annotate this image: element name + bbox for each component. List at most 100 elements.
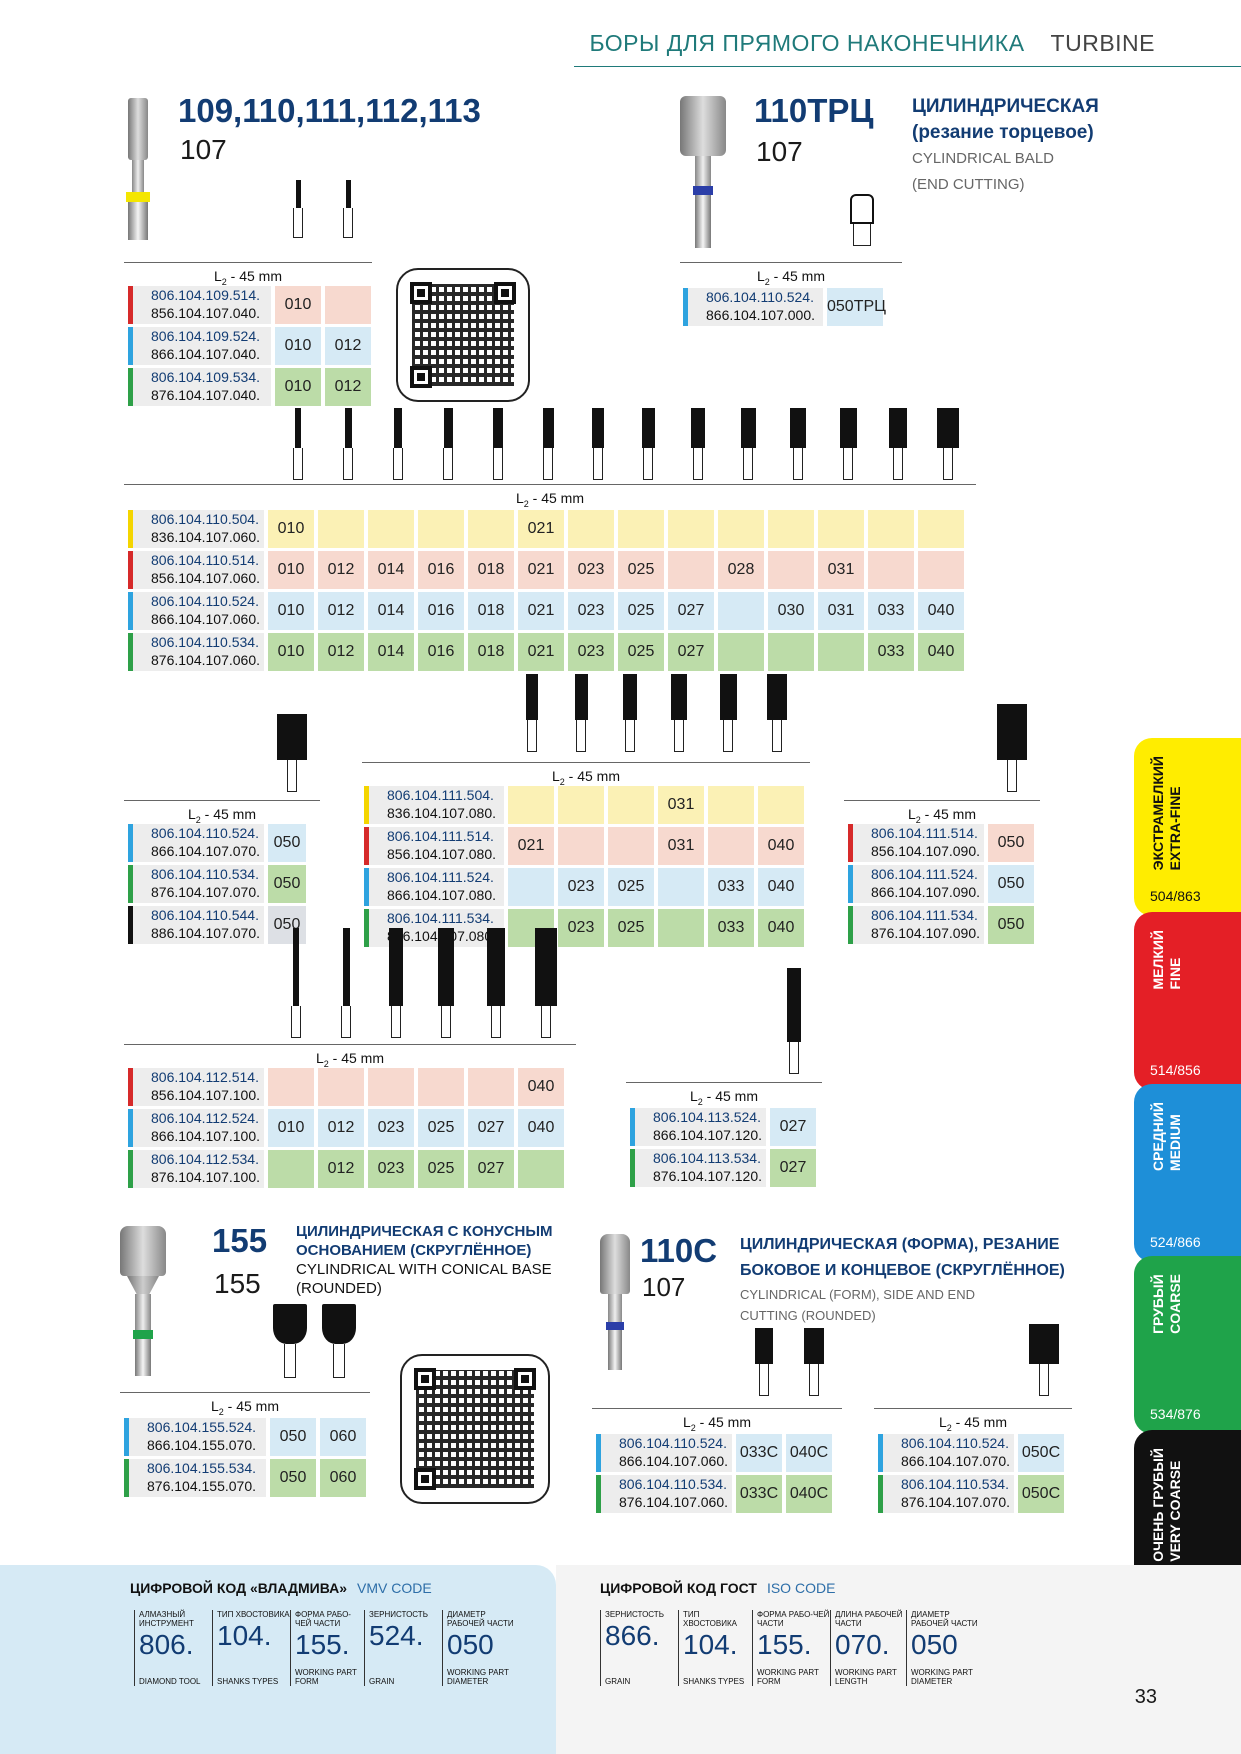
size-cell: 018 [468, 633, 514, 671]
qr-code[interactable] [396, 268, 530, 402]
l2-label: L2 - 45 mm [680, 262, 902, 287]
size-cell: 023 [558, 868, 604, 906]
bur-photo [680, 96, 726, 248]
article-code: 806.104.110.524. 866.104.107.070. [878, 1434, 1014, 1472]
size-cell: 010 [268, 1109, 314, 1147]
size-cell [718, 510, 764, 548]
code-part-label-ru: ЗЕРНИСТОСТЬ [369, 1610, 428, 1619]
iso-code: 876.104.107.090. [871, 925, 980, 941]
bur-head-shape [493, 408, 503, 448]
header-turbine: TURBINE [1050, 30, 1155, 56]
bur-head-shape [345, 180, 351, 208]
size-cell: 016 [418, 551, 464, 589]
size-cell: 023 [568, 633, 614, 671]
size-cell: 012 [325, 327, 371, 365]
code-part-number: 070. [835, 1629, 890, 1660]
size-cell: 021 [508, 827, 554, 865]
article-code: 806.104.109.514.856.104.107.040. [128, 286, 271, 324]
size-cell: 030 [768, 592, 814, 630]
code-part-number: 050 [911, 1629, 958, 1660]
l2-label: L2 - 45 mm [120, 1392, 370, 1417]
l2-letter: L [187, 806, 196, 822]
bur-shank-shape [625, 720, 635, 752]
qr-code[interactable] [400, 1354, 550, 1504]
l2-subscript: 2 [195, 814, 201, 825]
size-cell [558, 786, 604, 824]
desc-ru: (резание торцевое) [912, 122, 1094, 143]
size-cell: 040 [758, 909, 804, 947]
bur-photo [120, 1226, 166, 1376]
bur-head-shape [542, 408, 554, 448]
size-cell [268, 1150, 314, 1188]
vmv-code: 806.104.112.534. [151, 1151, 259, 1167]
bur-head-shape [804, 1328, 824, 1364]
footer-vmv-panel [0, 1565, 556, 1754]
article-code: 806.104.110.534.876.104.107.070. [878, 1475, 1014, 1513]
size-cell: 025 [608, 909, 654, 947]
l2-length: - 45 mm [328, 1050, 385, 1066]
size-cell: 050 [270, 1418, 316, 1456]
size-cell [868, 551, 914, 589]
vmv-code: 806.104.111.524. [871, 866, 978, 882]
vmv-code: 806.104.109.524. [151, 328, 260, 344]
size-cell: 016 [418, 592, 464, 630]
vmv-code: 806.104.110.514. [151, 552, 259, 568]
vmv-code: 806.104.110.524. [151, 825, 259, 841]
size-cell: 033С [736, 1475, 782, 1513]
size-cell: 060 [320, 1418, 366, 1456]
l2-letter: L [551, 768, 560, 784]
vmv-code: 806.104.110.504. [151, 511, 259, 527]
vmv-code: 806.104.110.524. [901, 1435, 1009, 1451]
iso-code: 866.104.107.090. [871, 884, 980, 900]
size-cell [318, 510, 364, 548]
grit-name-ru: ЭКСТРАМЕЛКИЙ [1150, 756, 1166, 871]
vmv-code: 806.104.111.514. [387, 828, 494, 844]
size-cell [558, 827, 604, 865]
size-cell: 021 [518, 633, 564, 671]
grit-name-en: FINE [1167, 957, 1183, 990]
bur-shank-shape [527, 720, 537, 752]
bur-head-shape [535, 928, 557, 1006]
size-cell: 040 [758, 868, 804, 906]
grit-name-en: MEDIUM [1167, 1114, 1183, 1171]
iso-code: 856.104.107.090. [871, 843, 980, 859]
size-cell: 010 [275, 368, 321, 406]
size-cell: 010 [275, 286, 321, 324]
size-cell: 023 [568, 551, 614, 589]
grit-name-ru: СРЕДНИЙ [1150, 1102, 1166, 1171]
bur-head-shape [389, 928, 403, 1006]
grit-name-ru: МЕЛКИЙ [1150, 930, 1166, 990]
vmv-code: 806.104.111.534. [387, 910, 494, 926]
code-part-label-en: WORKING PART LENGTH [835, 1668, 897, 1686]
size-cell [418, 510, 464, 548]
iso-title-en: ISO CODE [766, 1580, 836, 1596]
vmv-code: 806.104.110.534. [151, 634, 259, 650]
size-cell: 033 [708, 909, 754, 947]
iso-code: 866.104.107.070. [901, 1453, 1010, 1469]
bur-shank-shape [723, 720, 733, 752]
size-cell: 021 [518, 510, 564, 548]
iso-code: 876.104.107.040. [151, 387, 260, 403]
size-cell [468, 1068, 514, 1106]
bur-shank-shape [893, 448, 903, 480]
bur-shank-shape [441, 1006, 451, 1038]
bur-shank-shape [772, 720, 782, 752]
code-part-label-ru: ТИП ХВОСТОВИКА [217, 1610, 290, 1619]
article-code: 806.104.112.514.856.104.107.100. [128, 1068, 264, 1106]
article-code: 806.104.112.524.866.104.107.100. [128, 1109, 264, 1147]
size-cell [868, 510, 914, 548]
article-code: 806.104.110.524.866.104.107.060. [128, 592, 264, 630]
bur-head-shape [787, 968, 801, 1042]
size-cell: 050 [268, 865, 306, 903]
grit-code: 504/863 [1150, 888, 1201, 904]
vmv-code: 806.104.110.524. [706, 289, 814, 305]
header-title: БОРЫ ДЛЯ ПРЯМОГО НАКОНЕЧНИКА [589, 30, 1025, 56]
